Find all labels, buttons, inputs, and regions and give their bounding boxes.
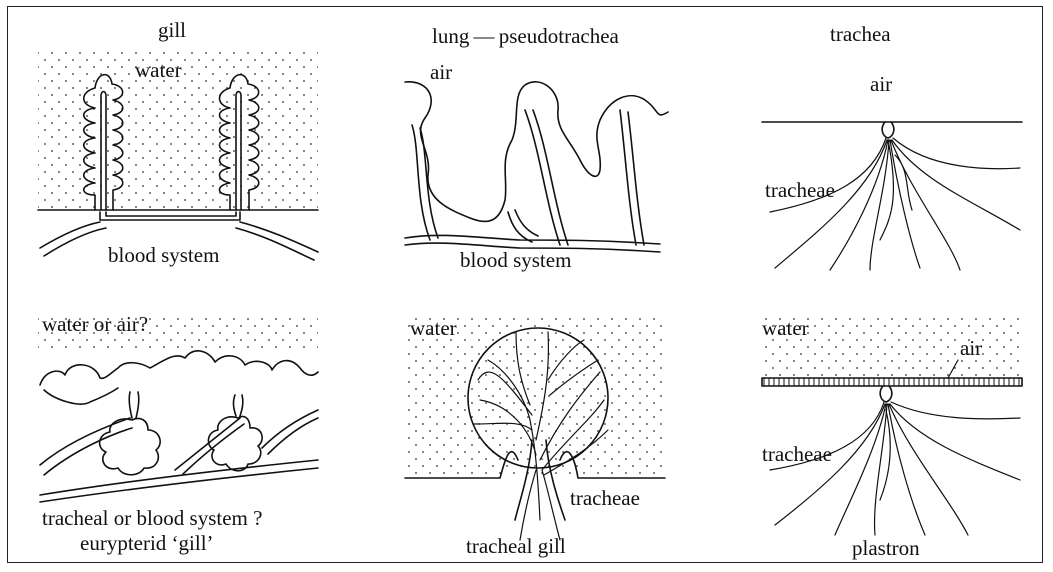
plastron-hairs	[764, 378, 1019, 386]
eurypterid-stalk-1	[129, 392, 139, 418]
lung-title: lung — pseudotrachea	[432, 26, 619, 47]
blood-vessel-link	[100, 212, 240, 220]
tracheae-branches	[770, 138, 1020, 270]
tracheal-gill-caption: tracheal gill	[466, 536, 566, 557]
eurypterid-caption-1: tracheal or blood system ?	[42, 508, 262, 529]
lung-vessel-3	[620, 110, 644, 245]
eurypterid-medium-label: water or air?	[42, 314, 148, 335]
lung-blood-label: blood system	[460, 250, 571, 271]
eurypterid-gill-tuft-2	[208, 416, 262, 470]
plastron-tracheae-label: tracheae	[762, 444, 832, 465]
spiracle	[882, 122, 894, 138]
tracheal-gill-water-label: water	[410, 318, 457, 339]
plastron-air-film	[762, 378, 1022, 386]
lung-panel	[405, 82, 668, 252]
gill-blood-label: blood system	[108, 245, 219, 266]
lung-vessel-1	[412, 125, 438, 240]
blood-vessel-right	[236, 222, 318, 260]
eurypterid-panel	[38, 315, 318, 502]
trachea-air-label: air	[870, 74, 892, 95]
eurypterid-gill-tuft-1	[100, 418, 161, 474]
lung-air-label: air	[430, 62, 452, 83]
eurypterid-lobe-left	[44, 388, 118, 404]
gill-title: gill	[158, 20, 186, 41]
eurypterid-outer-surface	[40, 351, 318, 385]
plastron-water-label: water	[762, 318, 809, 339]
trachea-title: trachea	[830, 24, 891, 45]
blood-vessel-left	[40, 222, 106, 256]
plastron-spiracle	[880, 386, 892, 402]
tracheal-gill-tracheae-label: tracheae	[570, 488, 640, 509]
eurypterid-vessel-1	[40, 418, 132, 475]
eurypterid-caption-2: eurypterid ‘gill’	[80, 533, 214, 554]
trachea-tracheae-label: tracheae	[765, 180, 835, 201]
plastron-panel	[762, 318, 1022, 535]
lung-vessel-4	[508, 210, 538, 242]
eurypterid-vessel-3	[262, 410, 318, 454]
plastron-air-label: air	[960, 338, 982, 359]
plastron-caption: plastron	[852, 538, 920, 559]
eurypterid-stalk-2	[233, 395, 242, 416]
plastron-tracheae	[770, 402, 1020, 535]
gill-water-label: water	[135, 60, 182, 81]
